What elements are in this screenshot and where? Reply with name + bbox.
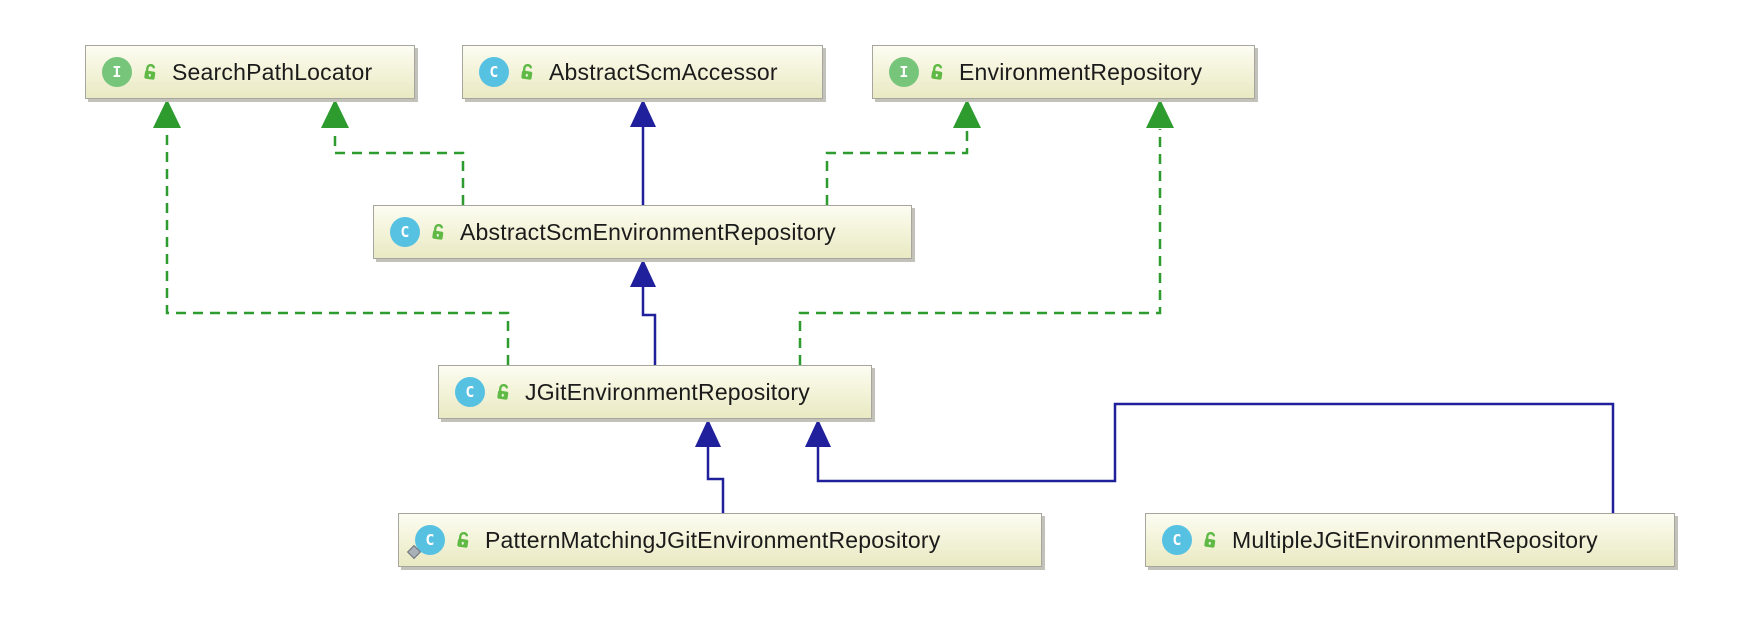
public-lock-icon — [457, 532, 469, 548]
interface-icon: I — [889, 57, 919, 87]
edge-JGitEnvironmentRepository-extends-AbstractScmEnvironmentRepository — [630, 259, 657, 365]
class-node-MultipleJGitEnvironmentRepository[interactable]: C MultipleJGitEnvironmentRepository — [1145, 513, 1675, 567]
public-lock-icon — [432, 224, 444, 240]
class-icon: C — [1162, 525, 1192, 555]
class-icon-letter: C — [400, 223, 410, 241]
edge-JGitEnvironmentRepository-implements-SearchPathLocator — [153, 99, 510, 365]
class-icon: C — [390, 217, 420, 247]
class-name-label: SearchPathLocator — [172, 58, 373, 85]
class-node-EnvironmentRepository[interactable]: I EnvironmentRepository — [872, 45, 1255, 99]
class-node-SearchPathLocator[interactable]: I SearchPathLocator — [85, 45, 415, 99]
class-node-AbstractScmEnvironmentRepository[interactable]: C AbstractScmEnvironmentRepository — [373, 205, 912, 259]
edge-MultipleJGitEnvironmentRepository-extends-JGitEnvironmentRepository — [805, 402, 1615, 513]
class-node-JGitEnvironmentRepository[interactable]: C JGitEnvironmentRepository — [438, 365, 872, 419]
class-name-label: AbstractScmAccessor — [549, 58, 778, 85]
public-lock-icon — [497, 384, 509, 400]
diamond-badge-icon — [406, 544, 422, 560]
interface-icon-letter: I — [899, 63, 909, 81]
interface-icon: I — [102, 57, 132, 87]
class-icon-letter: C — [465, 383, 475, 401]
class-icon-letter: C — [425, 531, 435, 549]
class-name-label: EnvironmentRepository — [959, 58, 1203, 85]
class-name-label: AbstractScmEnvironmentRepository — [460, 218, 836, 245]
edge-PatternMatchingJGitEnvironmentRepository-extends-JGitEnvironmentRepository — [695, 419, 725, 513]
class-node-PatternMatchingJGitEnvironmentRepository[interactable]: C PatternMatchingJGitEnvironmentReposito… — [398, 513, 1042, 567]
edge-AbstractScmEnvironmentRepository-implements-SearchPathLocator — [321, 99, 465, 205]
class-name-label: MultipleJGitEnvironmentRepository — [1232, 526, 1598, 553]
class-icon-letter: C — [489, 63, 499, 81]
public-lock-icon — [521, 64, 533, 80]
class-name-label: PatternMatchingJGitEnvironmentRepository — [485, 526, 941, 553]
class-icon-letter: C — [1172, 531, 1182, 549]
edge-AbstractScmEnvironmentRepository-extends-AbstractScmAccessor — [630, 99, 656, 205]
class-icon: C — [455, 377, 485, 407]
public-lock-icon — [1204, 532, 1216, 548]
class-name-label: JGitEnvironmentRepository — [525, 378, 810, 405]
public-lock-icon — [144, 64, 156, 80]
class-node-AbstractScmAccessor[interactable]: C AbstractScmAccessor — [462, 45, 823, 99]
class-icon: C — [479, 57, 509, 87]
class-icon: C — [406, 525, 445, 560]
public-lock-icon — [931, 64, 943, 80]
edge-AbstractScmEnvironmentRepository-implements-EnvironmentRepository — [825, 99, 981, 205]
interface-icon-letter: I — [112, 63, 122, 81]
edge-JGitEnvironmentRepository-implements-EnvironmentRepository — [798, 99, 1174, 365]
